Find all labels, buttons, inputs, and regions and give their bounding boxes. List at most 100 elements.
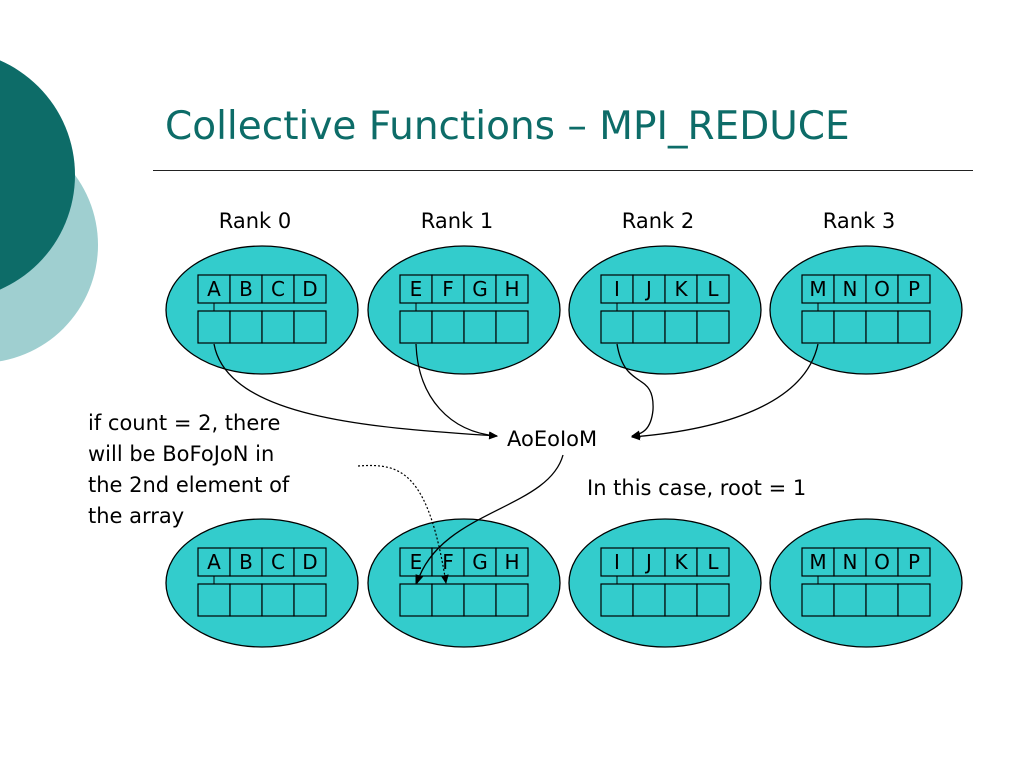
buffer-cell — [833, 547, 867, 577]
buffer-element-label: F — [442, 550, 454, 574]
rank-ellipse — [568, 518, 762, 648]
buffer-element-label: F — [442, 277, 454, 301]
result-buffer-cell — [229, 310, 263, 344]
buffer-element-label: G — [472, 277, 488, 301]
count-note-line-4: the array — [88, 504, 184, 528]
arrow-rank0-to-result — [213, 343, 498, 440]
count-note-line-1: if count = 2, there — [88, 411, 280, 435]
buffer-cell — [897, 547, 931, 577]
result-buffer-cell — [696, 310, 730, 344]
buffer-element-label: N — [843, 550, 858, 574]
buffer-element-label: K — [674, 277, 688, 301]
arrow-rank3-to-result — [631, 343, 819, 441]
buffer-element-label: O — [874, 550, 890, 574]
buffer-element-label: P — [908, 550, 920, 574]
buffer-cell — [293, 274, 327, 304]
rank-ellipse — [367, 518, 561, 648]
result-buffer-cell — [632, 583, 666, 617]
decorative-circle-dark — [0, 60, 75, 290]
buffer-cell — [229, 547, 263, 577]
buffer-element-label: M — [809, 550, 826, 574]
buffer-element-label: G — [472, 550, 488, 574]
result-buffer-cell — [865, 310, 899, 344]
buffer-element-label: I — [614, 277, 620, 301]
rank-label-1: Rank 1 — [421, 209, 494, 233]
result-buffer-cell — [897, 583, 931, 617]
reduce-arrows — [213, 343, 819, 584]
buffer-cell — [632, 274, 666, 304]
result-buffer-cell — [431, 583, 465, 617]
result-buffer-cell — [664, 310, 698, 344]
buffer-cell — [897, 274, 931, 304]
result-buffer-cell — [463, 583, 497, 617]
buffer-element-label: J — [644, 277, 652, 301]
result-buffer-cell — [632, 310, 666, 344]
buffer-cell — [696, 547, 730, 577]
result-buffer-cell — [801, 583, 835, 617]
rank-ellipse — [769, 245, 963, 375]
result-buffer-cell — [897, 310, 931, 344]
result-buffer-cell — [833, 310, 867, 344]
buffer-cell — [293, 547, 327, 577]
count-note-line-3: the 2nd element of — [88, 473, 290, 497]
result-buffer-cell — [801, 310, 835, 344]
result-buffer-cell — [197, 310, 231, 344]
root-note: In this case, root = 1 — [587, 476, 806, 500]
buffer-element-label: C — [271, 550, 285, 574]
buffer-element-label: J — [644, 550, 652, 574]
buffer-element-label: A — [207, 277, 221, 301]
result-buffer-cell — [463, 310, 497, 344]
buffer-element-label: D — [302, 277, 317, 301]
buffer-element-label: C — [271, 277, 285, 301]
buffer-element-label: H — [504, 277, 519, 301]
buffer-element-label: M — [809, 277, 826, 301]
buffer-element-label: B — [239, 550, 253, 574]
buffer-element-label: L — [707, 277, 719, 301]
rank-ellipse — [568, 245, 762, 375]
title-underline — [153, 170, 973, 171]
buffer-element-label: P — [908, 277, 920, 301]
rank-label-0: Rank 0 — [219, 209, 292, 233]
buffer-cell — [495, 547, 529, 577]
result-buffer-cell — [197, 583, 231, 617]
buffer-element-label: L — [707, 550, 719, 574]
result-buffer-cell — [833, 583, 867, 617]
buffer-element-label: D — [302, 550, 317, 574]
result-buffer-cell — [293, 583, 327, 617]
buffer-element-label: K — [674, 550, 688, 574]
buffer-element-label: I — [614, 550, 620, 574]
rank-ellipse — [165, 245, 359, 375]
buffer-cell — [399, 274, 433, 304]
result-buffer-cell — [495, 583, 529, 617]
arrow-rank2-to-result — [616, 343, 654, 439]
result-buffer-cell — [399, 583, 433, 617]
result-buffer-cell — [495, 310, 529, 344]
result-label: AoEoIoM — [507, 427, 597, 451]
buffer-element-label: O — [874, 277, 890, 301]
slide-title: Collective Functions – MPI_REDUCE — [165, 104, 850, 149]
arrow-rank1-to-result — [415, 343, 498, 440]
buffer-cell — [696, 274, 730, 304]
buffer-cell — [463, 547, 497, 577]
result-buffer-cell — [261, 583, 295, 617]
buffer-element-label: E — [410, 550, 423, 574]
rank-ellipse — [367, 245, 561, 375]
buffer-element-label: E — [410, 277, 423, 301]
rank-label-2: Rank 2 — [622, 209, 695, 233]
buffer-cell — [495, 274, 529, 304]
rank-ellipse — [165, 518, 359, 648]
dotted-arrow-count-note — [357, 464, 449, 584]
buffer-element-label: B — [239, 277, 253, 301]
result-buffer-cell — [261, 310, 295, 344]
buffer-cell — [664, 274, 698, 304]
